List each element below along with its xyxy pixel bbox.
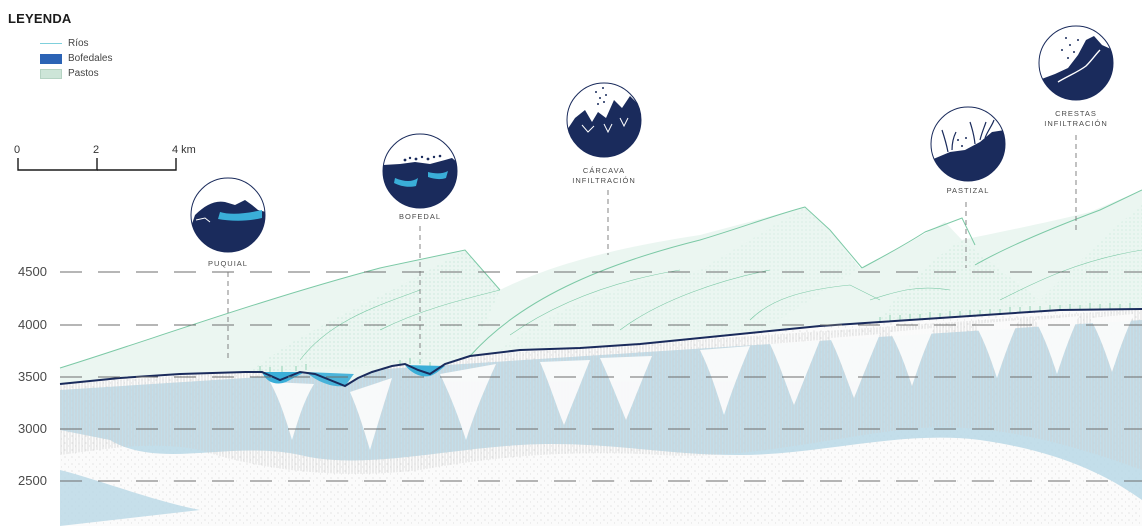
site-label-crestas: CRESTAS INFILTRACIÓN xyxy=(1044,109,1108,129)
elevation-label-3000: 3000 xyxy=(18,421,47,436)
site-label-carcava: CÁRCAVA INFILTRACIÓN xyxy=(572,166,636,186)
site-label-line: PUQUIAL xyxy=(208,259,248,268)
site-label-line: INFILTRACIÓN xyxy=(1044,119,1108,128)
legend-item-rivers: Ríos xyxy=(40,38,89,49)
ridge-infiltration-icon xyxy=(1038,25,1114,101)
site-label-line: CRESTAS xyxy=(1055,109,1097,118)
pasture-hill-texture xyxy=(500,207,860,350)
legend-item-bofedales: Bofedales xyxy=(40,53,112,64)
river-line-swatch xyxy=(40,43,62,44)
puquial-spring-icon xyxy=(190,177,266,253)
scale-bar xyxy=(17,158,177,171)
legend-label: Ríos xyxy=(68,38,89,49)
bofedal-swatch xyxy=(40,53,62,64)
scale-label-0: 0 xyxy=(14,144,21,156)
pasture-hill-texture xyxy=(1040,205,1142,310)
elevation-gridlines xyxy=(60,271,1142,482)
site-label-bofedal: BOFEDAL xyxy=(399,212,441,222)
scale-label-2: 2 xyxy=(93,144,100,156)
bofedal-wetland-icon xyxy=(382,133,458,209)
site-label-puquial: PUQUIAL xyxy=(208,259,248,269)
grassland-icon xyxy=(930,106,1006,182)
legend-item-pastos: Pastos xyxy=(40,68,99,79)
legend-label: Pastos xyxy=(68,68,99,79)
site-leader-lines xyxy=(227,135,1077,360)
legend-title: LEYENDA xyxy=(8,11,72,26)
pasture-swatch xyxy=(40,68,62,79)
site-label-line: BOFEDAL xyxy=(398,212,442,221)
elevation-label-4500: 4500 xyxy=(18,264,47,279)
legend-label: Bofedales xyxy=(68,53,113,64)
elevation-label-3500: 3500 xyxy=(18,369,47,384)
gully-infiltration-icon xyxy=(566,82,642,158)
site-label-line: PASTIZAL xyxy=(946,186,990,195)
pasture-hill-texture xyxy=(250,250,500,372)
scale-label-4km: 4 km xyxy=(172,144,196,156)
grass-ticks xyxy=(259,303,1131,372)
site-label-line: INFILTRACIÓN xyxy=(572,176,636,185)
elevation-label-4000: 4000 xyxy=(18,317,47,332)
site-label-line: CÁRCAVA xyxy=(582,166,626,175)
elevation-label-2500: 2500 xyxy=(18,473,47,488)
site-label-pastizal: PASTIZAL xyxy=(947,186,990,196)
